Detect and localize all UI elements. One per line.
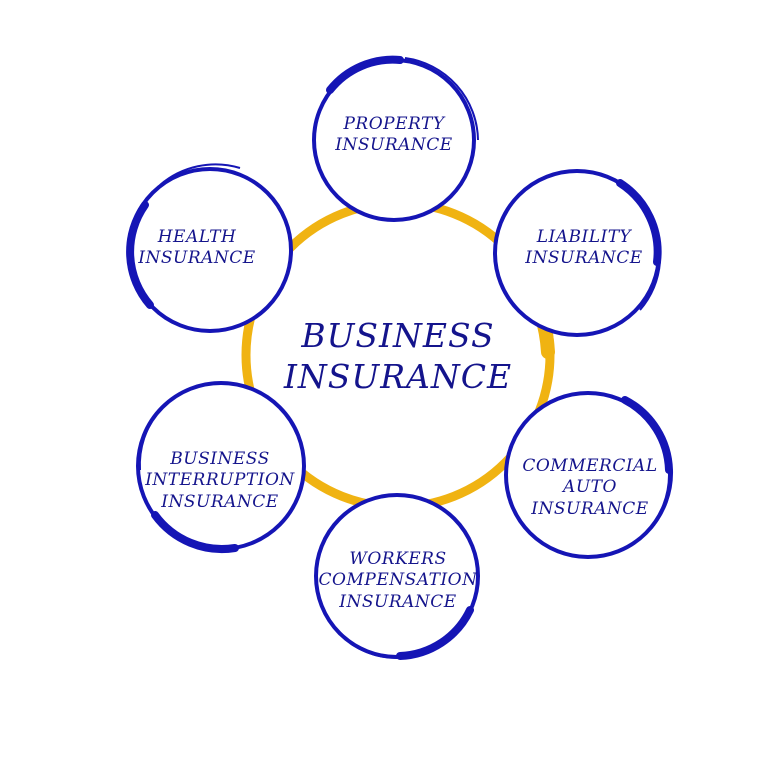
node-label-property: PROPERTY INSURANCE [335, 114, 452, 157]
node-label-line: COMMERCIAL [522, 456, 658, 477]
node-label-liability: LIABILITY INSURANCE [525, 227, 642, 270]
node-label-line: INSURANCE [335, 135, 453, 155]
node-label-line: LIABILITY [536, 226, 632, 247]
center-title-line-2: INSURANCE [283, 357, 513, 396]
node-circle-health [126, 163, 293, 333]
node-label-business-interruption: BUSINESS INTERRUPTION INSURANCE [145, 449, 295, 513]
node-circle-liability [493, 169, 662, 337]
node-label-line: BUSINESS [170, 449, 270, 470]
node-label-line: WORKERS [349, 549, 447, 570]
node-label-line: INSURANCE [531, 498, 649, 519]
node-label-line: PROPERTY [343, 113, 445, 134]
node-circle-property [312, 55, 479, 222]
node-label-workers-compensation: WORKERS COMPENSATION INSURANCE [319, 549, 478, 613]
center-title: BUSINESS INSURANCE [284, 315, 512, 398]
node-circle-workers-compensation [314, 493, 480, 660]
node-label-line: INSURANCE [161, 491, 279, 512]
node-circle-business-interruption [136, 381, 306, 553]
node-label-line: INSURANCE [138, 248, 256, 268]
node-circle-commercial-auto [504, 391, 674, 559]
node-label-line: INTERRUPTION [145, 470, 295, 491]
node-label-line: INSURANCE [525, 248, 643, 268]
node-label-line: HEALTH [157, 226, 237, 247]
node-label-commercial-auto: COMMERCIAL AUTO INSURANCE [522, 456, 657, 520]
node-label-line: COMPENSATION [318, 570, 478, 591]
node-label-health: HEALTH INSURANCE [138, 227, 255, 270]
node-label-line: INSURANCE [339, 591, 457, 612]
node-label-line: AUTO [563, 477, 617, 498]
center-title-line-1: BUSINESS [301, 315, 495, 355]
